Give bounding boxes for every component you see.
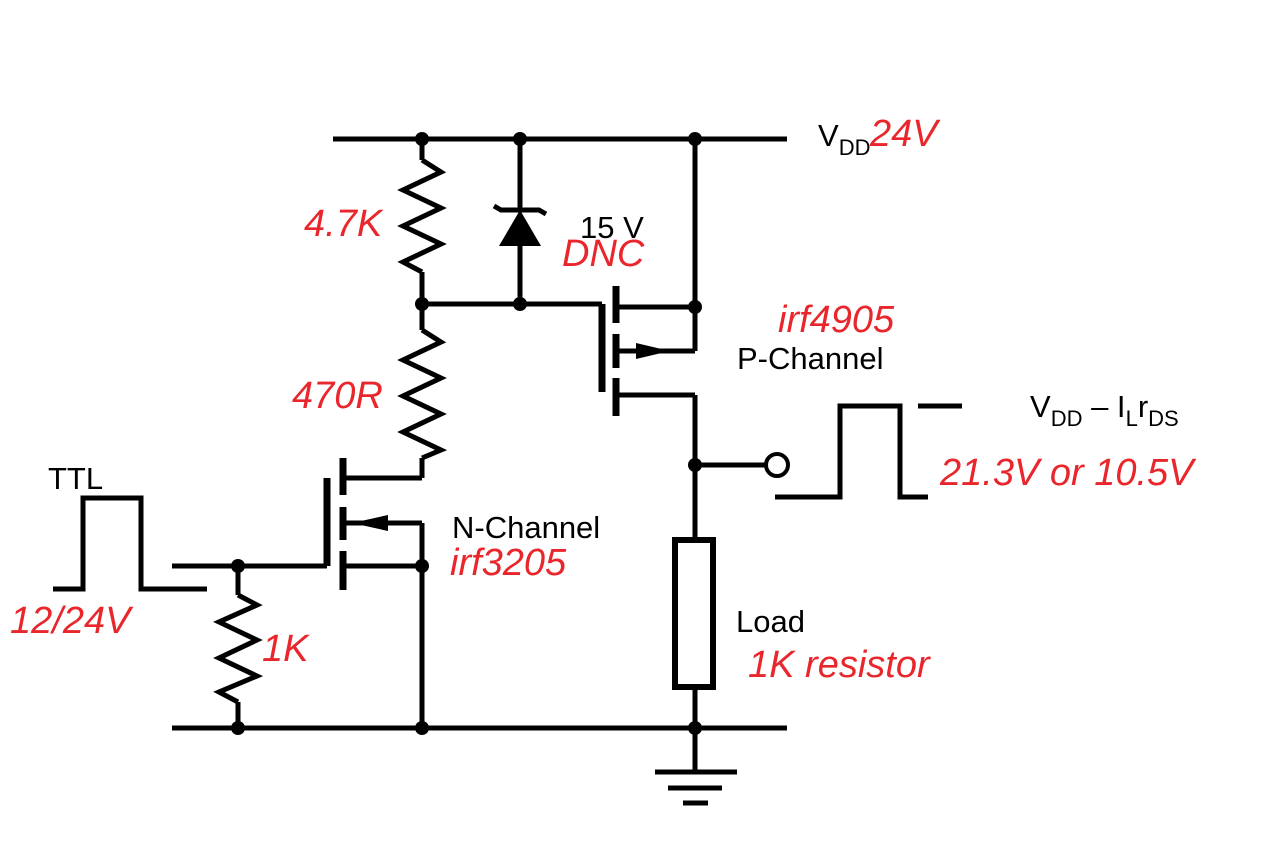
output-formula-label: VDD – ILrDS xyxy=(1030,389,1179,431)
nmos-part-annotation: irf3205 xyxy=(450,542,567,584)
resistor-4k7 xyxy=(397,139,447,304)
output-value-annotation: 21.3V or 10.5V xyxy=(939,452,1197,494)
r-mid-annotation: 470R xyxy=(292,375,383,417)
nmos-transistor xyxy=(323,458,425,728)
nmos-type-label: N-Channel xyxy=(452,510,600,545)
resistor-1k xyxy=(213,566,264,728)
load-value-annotation: 1K resistor xyxy=(748,644,931,686)
ttl-label: TTL xyxy=(48,461,103,496)
load-resistor xyxy=(672,537,716,728)
resistor-470r xyxy=(397,304,448,478)
ground-icon xyxy=(655,728,737,806)
zener-voltage-label: 15 V xyxy=(580,210,644,245)
vdd-label: VDD xyxy=(818,118,870,160)
pmos-type-label: P-Channel xyxy=(737,341,883,376)
junction-dots xyxy=(231,132,702,735)
r-top-annotation: 4.7K xyxy=(304,203,384,245)
vdd-value-annotation: 24V xyxy=(869,113,941,155)
zener-diode xyxy=(492,139,548,304)
pmos-transistor xyxy=(598,139,698,540)
r-bottom-annotation: 1K xyxy=(262,628,310,670)
zener-dnc-annotation: DNC xyxy=(562,233,645,275)
load-label: Load xyxy=(736,604,805,639)
pmos-part-annotation: irf4905 xyxy=(778,299,895,341)
input-value-annotation: 12/24V xyxy=(10,600,134,642)
output-terminal xyxy=(764,452,790,478)
input-pulse xyxy=(53,495,207,592)
output-pulse xyxy=(775,403,928,500)
